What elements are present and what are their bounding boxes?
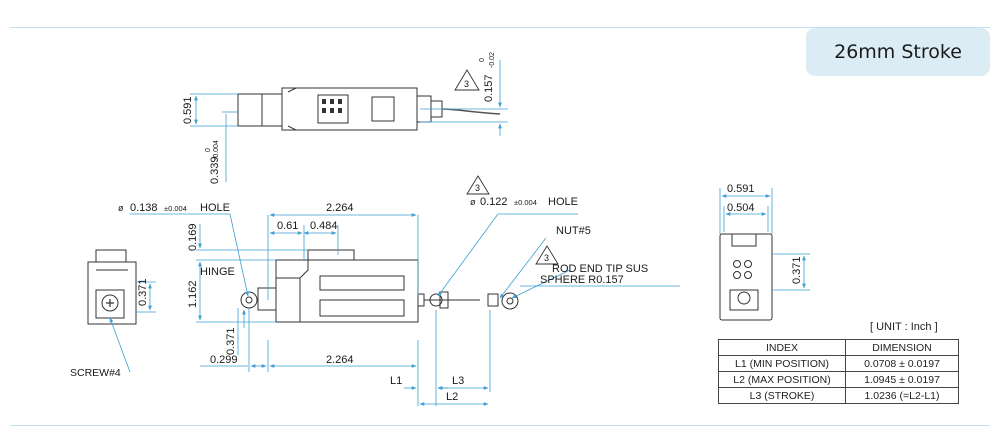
nut-label: NUT#5 xyxy=(556,225,591,237)
table-row: L1 (MIN POSITION) 0.0708 ± 0.0197 xyxy=(718,355,959,372)
table-cell: 0.0708 ± 0.0197 xyxy=(845,355,959,372)
front-view: ø 0.138 ±0.004 HOLE 2.264 0.61 0.484 0.1… xyxy=(118,175,680,406)
note-triangle-icon: 3 xyxy=(535,245,559,265)
screw-label: SCREW#4 xyxy=(70,367,121,379)
top-right-tol-lower: -0.02 xyxy=(489,52,496,68)
hole-right-tolerance: ±0.004 xyxy=(514,198,537,207)
bottom-rule xyxy=(10,425,990,426)
overall-length-top: 2.264 xyxy=(326,202,354,214)
rod-end-line2: SPHERE R0.157 xyxy=(540,274,624,286)
dimension-table: INDEX DIMENSION L1 (MIN POSITION) 0.0708… xyxy=(718,339,959,404)
table-header: DIMENSION xyxy=(845,339,959,356)
end-dim-0371: 0.371 xyxy=(791,256,803,284)
end-dim-0504: 0.504 xyxy=(727,202,755,214)
note-triangle-icon: 3 xyxy=(454,69,480,91)
svg-text:3: 3 xyxy=(544,253,549,263)
table-cell: L3 (STROKE) xyxy=(718,387,846,404)
dim-1162: 1.162 xyxy=(187,280,199,308)
top-offset-tol-lower: -0.004 xyxy=(213,140,220,160)
rod-end-line1: ROD END TIP SUS xyxy=(552,263,648,275)
dim-061: 0.61 xyxy=(277,220,298,232)
table-header: INDEX xyxy=(718,339,846,356)
note-triangle-icon: 3 xyxy=(466,175,490,195)
top-offset-dim: 0.339 xyxy=(209,156,221,184)
l1-label: L1 xyxy=(390,375,402,387)
l2-label: L2 xyxy=(446,391,458,403)
table-header-row: INDEX DIMENSION xyxy=(718,339,959,356)
top-rule xyxy=(10,27,990,28)
hole-left-tolerance: ±0.004 xyxy=(164,204,187,213)
left-view: 0.371 SCREW#4 xyxy=(70,249,156,379)
end-view: 0.591 0.504 0.371 xyxy=(719,183,810,321)
table-cell: L1 (MIN POSITION) xyxy=(718,355,846,372)
top-right-dim: 0.157 xyxy=(483,74,495,102)
end-dim-0591: 0.591 xyxy=(727,183,755,195)
top-view: 0.591 0.339 0 -0.004 0.157 0 -0.02 3 xyxy=(182,52,508,184)
table-row: L2 (MAX POSITION) 1.0945 ± 0.0197 xyxy=(718,371,959,388)
dim-0484: 0.484 xyxy=(310,220,338,232)
top-right-tol-upper: 0 xyxy=(479,58,486,62)
stroke-badge: 26mm Stroke xyxy=(806,28,990,76)
dim-0299: 0.299 xyxy=(210,354,238,366)
unit-note: [ UNIT : Inch ] xyxy=(870,321,938,333)
table-cell: 1.0945 ± 0.0197 xyxy=(845,371,959,388)
table-row: L3 (STROKE) 1.0236 (=L2-L1) xyxy=(718,387,959,404)
hole-right-symbol: ø xyxy=(470,197,476,207)
top-offset-tol-upper: 0 xyxy=(205,148,212,152)
table-cell: L2 (MAX POSITION) xyxy=(718,371,846,388)
hinge-label: HINGE xyxy=(200,266,235,278)
top-height-dim: 0.591 xyxy=(182,96,194,124)
hole-right-label: HOLE xyxy=(548,196,578,208)
dim-0169: 0.169 xyxy=(187,223,199,251)
left-dim: 0.371 xyxy=(137,278,149,306)
overall-length-bottom: 2.264 xyxy=(326,354,354,366)
svg-text:3: 3 xyxy=(464,79,469,89)
hole-right-value: 0.122 xyxy=(480,196,508,208)
hole-left-label: HOLE xyxy=(200,202,230,214)
l3-label: L3 xyxy=(452,375,464,387)
svg-text:3: 3 xyxy=(475,183,480,193)
hole-left-symbol: ø xyxy=(118,203,124,213)
hole-left-value: 0.138 xyxy=(130,202,158,214)
table-cell: 1.0236 (=L2-L1) xyxy=(845,387,959,404)
dim-0371-front: 0.371 xyxy=(225,327,237,355)
